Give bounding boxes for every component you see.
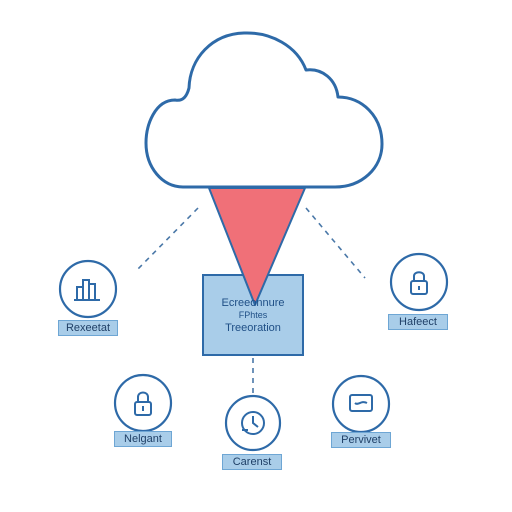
node-monitor[interactable] [331, 374, 391, 434]
node-label-bottom-left-lock: Nelgant [114, 431, 172, 447]
connector-left [134, 207, 199, 273]
lock-icon [410, 271, 428, 295]
funnel-shape [208, 187, 306, 306]
node-right-lock[interactable] [389, 252, 449, 312]
cloud-icon [144, 31, 384, 189]
lock-icon [134, 391, 152, 416]
node-bottom-left-lock[interactable] [113, 373, 173, 433]
node-clock[interactable] [224, 394, 282, 452]
connector-right [305, 207, 366, 279]
node-reporting[interactable] [58, 259, 118, 319]
node-label-monitor: Pervivet [331, 432, 391, 448]
node-label-right-lock: Hafeect [388, 314, 448, 330]
monitor-icon [349, 394, 373, 412]
clock-icon [241, 411, 265, 435]
node-label-clock: Carenst [222, 454, 282, 470]
bar-chart-icon [74, 279, 100, 301]
node-label-reporting: Rexeetat [58, 320, 118, 336]
